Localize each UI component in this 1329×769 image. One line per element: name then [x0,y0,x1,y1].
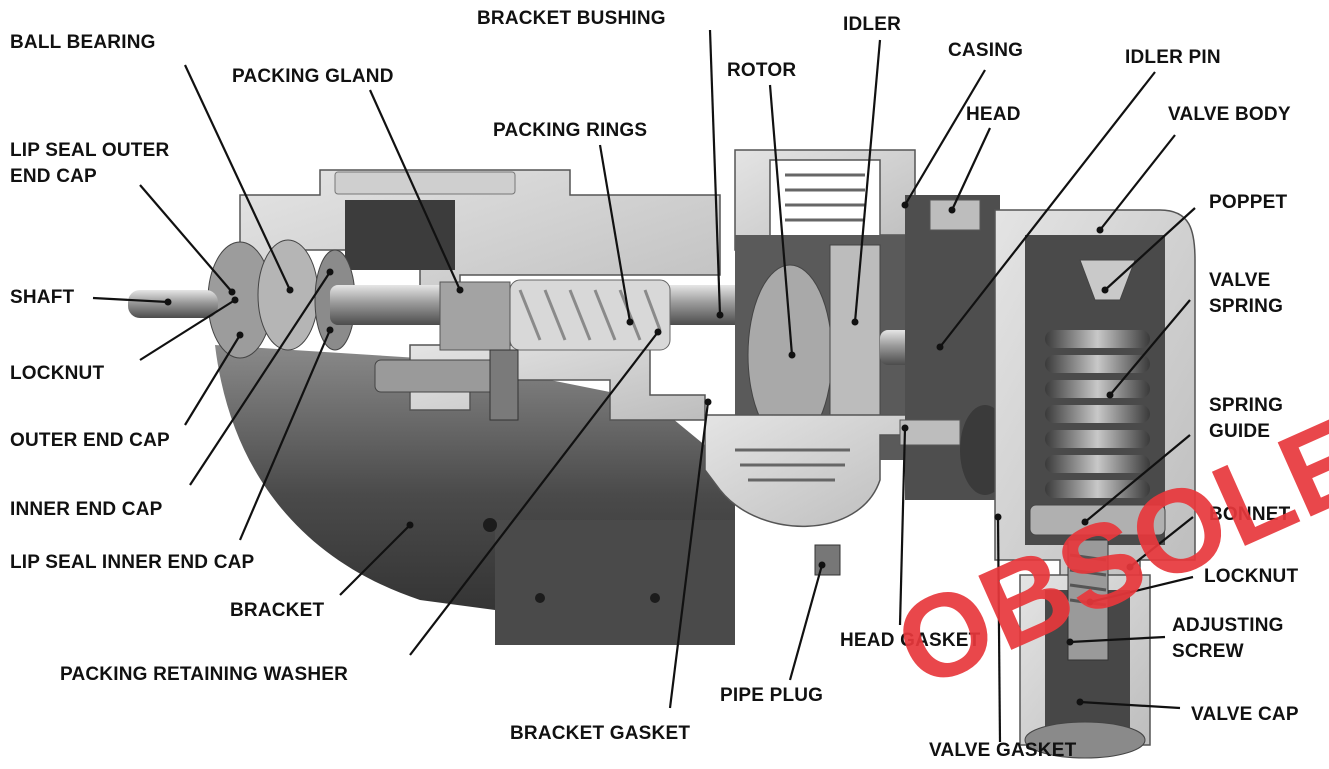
bracket-foot [495,520,735,645]
idler-shape [829,244,881,421]
label-packing-rings: PACKING RINGS [493,120,648,141]
leader-lines [92,29,1196,743]
label-valve-spring-line2: SPRING [1209,296,1284,317]
leader-locknut-left [139,299,236,361]
label-valve-body: VALVE BODY [1168,104,1291,125]
port-threads [785,173,865,222]
leader-valve-spring [1109,299,1191,396]
leader-idler [853,39,882,323]
ball-bearing-shape [257,239,319,351]
label-locknut-left: LOCKNUT [10,363,105,384]
bracket-bolt-hole [483,518,497,532]
leader-ball-bearing [184,64,291,291]
label-outer-end-cap: OUTER END CAP [10,430,170,451]
label-idler-pin: IDLER PIN [1125,47,1221,68]
label-lip-seal-inner-end-cap: LIP SEAL INNER END CAP [10,552,255,573]
leader-outer-end-cap [184,334,241,426]
leader-valve-cap [1079,700,1181,710]
valve-cap-shape [1024,721,1146,759]
poppet-shape [1079,259,1136,301]
leader-head-gasket [898,427,907,626]
head-flange-bottom [899,419,961,446]
shaft-stub [128,290,218,318]
leader-pipe-plug [788,564,824,681]
leader-locknut-right [1089,575,1194,604]
label-bracket: BRACKET [230,600,325,621]
casing-bottom-port [704,414,911,527]
label-adjusting-screw-line2: SCREW [1172,641,1244,662]
packing-gland-shape [439,281,511,351]
label-rotor: ROTOR [727,60,797,81]
leader-bracket-gasket [668,401,710,709]
packing-ring-texture [518,289,662,341]
label-shaft: SHAFT [10,287,75,308]
bracket-bolt-hole [650,593,660,603]
leader-poppet [1104,207,1196,291]
label-packing-retaining-washer: PACKING RETAINING WASHER [60,664,349,685]
label-spring-guide-line1: SPRING [1209,395,1284,416]
label-spring-guide-line2: GUIDE [1209,421,1271,442]
label-casing: CASING [948,40,1024,61]
label-adjusting-screw-line1: ADJUSTING [1172,615,1284,636]
valve-spring-shape [1045,330,1150,498]
label-valve-cap: VALVE CAP [1191,704,1299,725]
nameplate [334,171,516,195]
label-valve-gasket: VALVE GASKET [929,740,1077,761]
leader-dots [164,201,1134,706]
bracket-bolt-hole [535,593,545,603]
leader-spring-guide [1084,434,1191,523]
leader-rotor [768,84,794,356]
spring-guide-shape [1029,504,1166,536]
leader-lip-seal-inner [238,329,332,541]
leader-lip-seal-outer [139,184,233,293]
label-pipe-plug: PIPE PLUG [720,685,824,706]
pipe-plug-shape [814,544,841,576]
leader-idler-pin [939,71,1156,348]
label-head-gasket: HEAD GASKET [840,630,981,651]
leader-bracket-bushing [708,29,722,316]
leader-packing-rings [598,144,632,323]
leader-bracket [339,524,411,596]
label-bracket-gasket: BRACKET GASKET [510,723,691,744]
leader-adjusting-screw [1069,635,1166,644]
port-threads-bottom [735,448,850,482]
label-inner-end-cap: INNER END CAP [10,499,163,520]
label-packing-gland: PACKING GLAND [232,66,394,87]
leader-packing-gland [368,89,462,291]
screw-threads [1069,553,1107,607]
leader-shaft [92,296,169,304]
leader-casing [904,69,986,206]
label-poppet: POPPET [1209,192,1288,213]
label-head: HEAD [966,104,1021,125]
label-locknut-right: LOCKNUT [1204,566,1299,587]
label-bracket-bushing: BRACKET BUSHING [477,8,666,29]
leader-head [951,127,991,211]
leader-inner-end-cap [189,271,331,486]
leader-valve-gasket [996,516,1002,743]
bracket-window [345,200,455,270]
gland-nut [489,349,519,421]
leader-packing-retaining-washer [409,331,659,656]
label-idler: IDLER [843,14,901,35]
leader-valve-body [1099,134,1176,231]
label-bonnet: BONNET [1209,504,1291,525]
label-valve-spring-line1: VALVE [1209,270,1271,291]
label-lip-seal-outer-end-cap-line1: LIP SEAL OUTER [10,140,170,161]
leader-bonnet [1129,516,1194,568]
label-ball-bearing: BALL BEARING [10,32,156,53]
label-lip-seal-outer-end-cap-line2: END CAP [10,166,97,187]
